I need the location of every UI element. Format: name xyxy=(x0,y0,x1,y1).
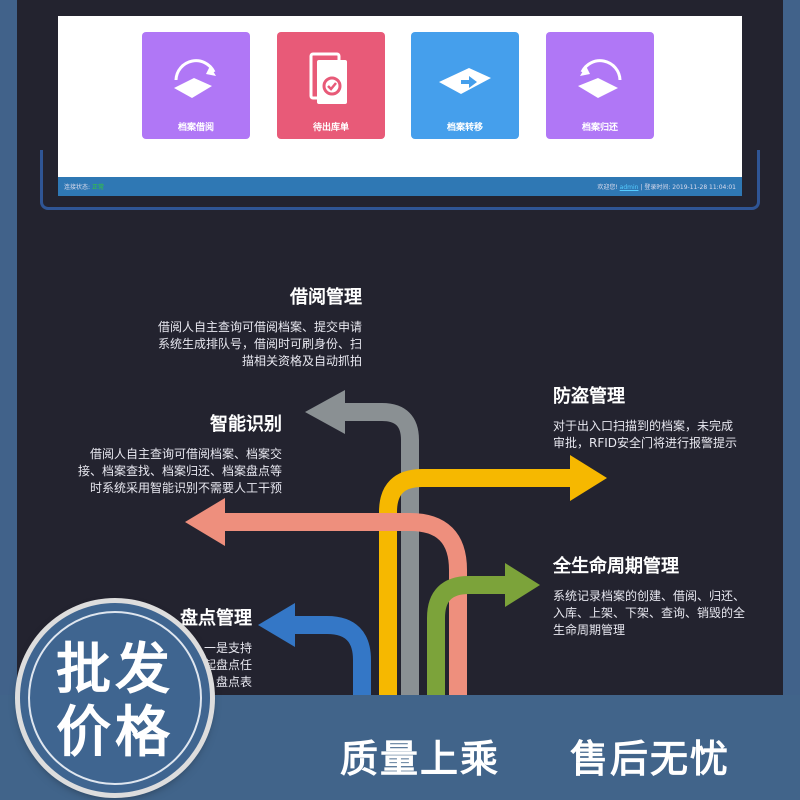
section-borrow-management: 借阅管理 借阅人自主查询可借阅档案、提交申请 系统生成排队号，借阅时可刷身份、扫… xyxy=(158,283,362,370)
user-link[interactable]: admin xyxy=(619,184,639,191)
tile-label: 档案转移 xyxy=(446,123,483,133)
section-lifecycle: 全生命周期管理 系统记录档案的创建、借阅、归还、 入库、上架、下架、查询、销毁的… xyxy=(553,552,745,639)
badge-line2: 价格 xyxy=(55,700,174,764)
book-borrow-icon xyxy=(174,59,216,98)
tile-label: 档案借阅 xyxy=(177,123,214,133)
slogan-after-sales: 售后无忧 xyxy=(570,737,731,781)
section-text: 一是支持 起盘点任 盘点表 xyxy=(203,641,252,689)
document-check-icon xyxy=(309,52,347,104)
blue-arrow xyxy=(258,603,371,700)
salmon-arrow xyxy=(185,498,467,700)
tile-archive-borrow[interactable]: 档案借阅 xyxy=(142,32,250,139)
section-title: 智能识别 xyxy=(210,414,282,435)
welcome-text: 欢迎您! xyxy=(597,184,618,191)
wholesale-price-badge: 批发价格 xyxy=(20,603,210,793)
tile-label: 待出库单 xyxy=(312,123,349,133)
gray-arrow xyxy=(305,390,419,700)
section-smart-recognition: 智能识别 借阅人自主查询可借阅档案、档案交 接、档案查找、档案归还、档案盘点等 … xyxy=(78,410,282,497)
tile-archive-transfer[interactable]: 档案转移 xyxy=(411,32,519,139)
tile-pending-outbound[interactable]: 待出库单 xyxy=(277,32,385,139)
book-transfer-icon xyxy=(439,68,491,94)
connection-label: 连接状态: xyxy=(64,184,91,191)
monitor-frame xyxy=(40,150,760,210)
badge-line1: 批发 xyxy=(55,637,174,701)
tile-archive-return[interactable]: 档案归还 xyxy=(546,32,654,139)
app-screenshot: 档案借阅 待出库单 档案转移 档案归还 连接状态: 正常 欢迎您! admin … xyxy=(58,16,742,196)
section-text: 借阅人自主查询可借阅档案、档案交 接、档案查找、档案归还、档案盘点等 时系统采用… xyxy=(77,447,282,495)
section-text: 借阅人自主查询可借阅档案、提交申请 系统生成排队号，借阅时可刷身份、扫 描相关资… xyxy=(157,320,362,368)
status-bar: 连接状态: 正常 欢迎您! admin | 登录时间: 2019-11-28 1… xyxy=(58,177,742,196)
yellow-arrow xyxy=(379,455,607,700)
section-anti-theft: 防盗管理 对于出入口扫描到的档案，未完成 审批，RFID安全门将进行报警提示 xyxy=(553,382,737,452)
connection-status: 正常 xyxy=(91,184,104,191)
green-arrow xyxy=(427,563,540,700)
section-title: 借阅管理 xyxy=(290,287,362,308)
section-title: 防盗管理 xyxy=(553,386,625,407)
section-text: 对于出入口扫描到的档案，未完成 审批，RFID安全门将进行报警提示 xyxy=(553,419,738,450)
book-return-icon xyxy=(578,59,622,98)
tile-label: 档案归还 xyxy=(581,123,618,133)
login-time: 2019-11-28 11:04:01 xyxy=(672,184,736,191)
section-inventory: 盘点管理 一是支持 起盘点任 盘点表 xyxy=(180,604,252,691)
arrows-diagram xyxy=(185,390,607,700)
section-title: 全生命周期管理 xyxy=(553,556,679,577)
slogan-quality: 质量上乘 xyxy=(340,737,501,781)
login-label: | 登录时间: xyxy=(640,184,671,191)
section-title: 盘点管理 xyxy=(180,608,252,629)
section-text: 系统记录档案的创建、借阅、归还、 入库、上架、下架、查询、销毁的全 生命周期管理 xyxy=(553,589,746,637)
